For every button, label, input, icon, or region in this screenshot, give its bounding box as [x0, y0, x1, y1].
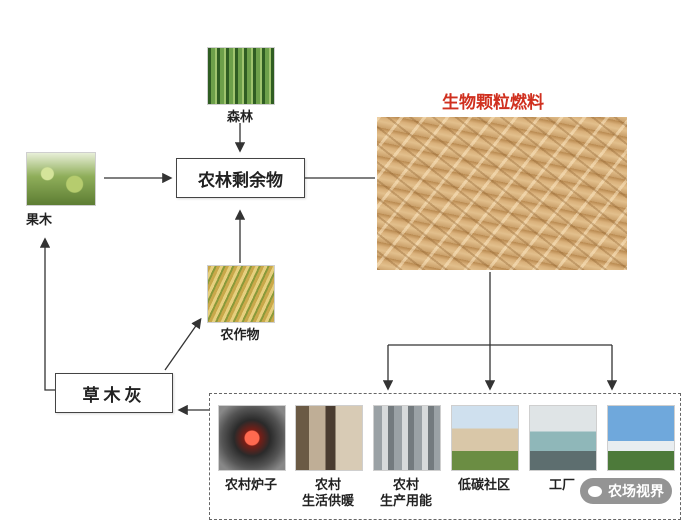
app-photo-production: [373, 405, 441, 471]
app-photo-stove: [218, 405, 286, 471]
crop-label: 农作物: [220, 328, 260, 343]
forest-label: 森林: [226, 110, 253, 125]
arrow-ash-to-crop: [164, 317, 202, 371]
app-label-4: 低碳社区: [457, 478, 510, 493]
watermark-text: 农场视界: [608, 484, 664, 500]
fruit-tree-photo: [26, 152, 96, 206]
wechat-icon: [588, 485, 602, 497]
app-label-3: 农村生产用能: [379, 478, 432, 509]
arrow-ash-to-fruit: [39, 237, 55, 391]
app-label-2: 农村生活供暖: [301, 478, 354, 509]
applications-frame: [209, 393, 681, 520]
pellets-photo: [377, 117, 627, 270]
diagram-title: 生物颗粒燃料: [442, 93, 544, 113]
app-label-5: 工厂: [548, 478, 575, 493]
app-photo-power: [607, 405, 675, 471]
forest-photo: [207, 47, 275, 105]
app-photo-factory: [529, 405, 597, 471]
crop-photo: [207, 265, 275, 323]
app-photo-heating: [295, 405, 363, 471]
app-label-1: 农村炉子: [224, 478, 277, 493]
ash-box: 草木灰: [55, 373, 173, 413]
watermark: 农场视界: [580, 478, 672, 504]
fruit-label: 果木: [26, 213, 53, 228]
app-photo-community: [451, 405, 519, 471]
residue-box: 农林剩余物: [176, 158, 305, 198]
